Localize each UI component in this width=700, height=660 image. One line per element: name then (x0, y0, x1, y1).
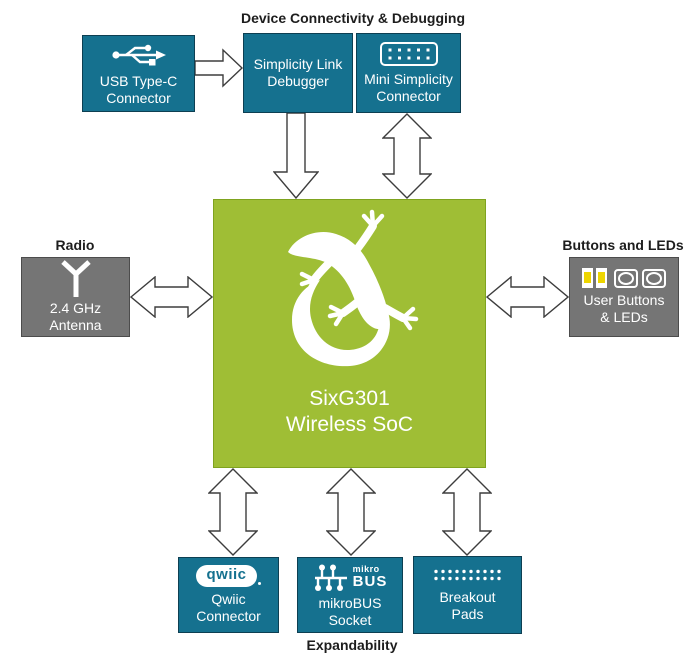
node-label: mikroBUS (318, 594, 382, 611)
qwiic-logo: qwiic (196, 565, 261, 587)
led-icon (582, 268, 593, 288)
pin-header-icon (379, 41, 438, 66)
button-icon (614, 268, 638, 288)
node-mikrobus-socket: mikro BUS mikroBUS Socket (297, 557, 403, 633)
gecko-icon (266, 206, 426, 376)
node-label: Socket (328, 611, 372, 628)
breakout-pads-icon (432, 568, 504, 582)
section-label-radio: Radio (55, 237, 95, 253)
node-label: USB Type-C (99, 72, 178, 89)
buttons-leds-icon (582, 268, 666, 288)
arrow-soc-qwiic (208, 468, 258, 556)
arrow-soc-antenna (130, 276, 213, 318)
node-label: Antenna (49, 317, 102, 333)
arrow-soc-mini-simplicity (382, 113, 432, 199)
node-label: Connector (106, 89, 171, 106)
button-icon (642, 268, 666, 288)
arrow-debugger-to-soc (273, 113, 319, 199)
node-mini-simplicity-connector: Mini Simplicity Connector (356, 33, 461, 113)
mikrobus-bus-icon (314, 564, 347, 591)
arrow-soc-buttons-leds (486, 276, 569, 318)
arrow-soc-breakout (442, 468, 492, 556)
node-label: User Buttons (583, 292, 665, 308)
mikrobus-logo-text: mikro BUS (352, 563, 388, 590)
node-usb-type-c-connector: USB Type-C Connector (82, 35, 195, 112)
node-label: Mini Simplicity (364, 70, 453, 87)
node-qwiic-connector: qwiic Qwiic Connector (178, 557, 279, 633)
usb-icon (111, 41, 167, 68)
mikrobus-logo-line: BUS (352, 572, 388, 590)
soc-title: SixG301 Wireless SoC (214, 386, 485, 438)
qwiic-logo-text: qwiic (196, 565, 257, 587)
mikrobus-logo-line: mikro (352, 563, 380, 574)
node-sixg301-wireless-soc: SixG301 Wireless SoC (213, 199, 486, 468)
node-user-buttons-leds: User Buttons & LEDs (569, 257, 679, 337)
soc-title-line: SixG301 (309, 387, 390, 410)
node-simplicity-link-debugger: Simplicity Link Debugger (243, 33, 353, 113)
section-label-buttons-leds: Buttons and LEDs (562, 237, 684, 253)
section-label-device-connectivity: Device Connectivity & Debugging (240, 10, 466, 26)
node-antenna: 2.4 GHz Antenna (21, 257, 130, 337)
led-icon (596, 268, 607, 288)
node-label: Simplicity Link (253, 56, 343, 72)
node-label: Connector (196, 608, 261, 624)
soc-title-line: Wireless SoC (285, 413, 414, 436)
node-label: Qwiic (211, 591, 246, 607)
arrow-soc-mikrobus (326, 468, 376, 556)
node-label: Connector (376, 87, 441, 104)
node-label: Pads (451, 605, 484, 622)
antenna-icon (56, 260, 96, 298)
node-label: 2.4 GHz (49, 300, 102, 316)
node-breakout-pads: Breakout Pads (413, 556, 522, 634)
arrow-usb-to-debugger (195, 48, 243, 88)
section-label-expandability: Expandability (306, 637, 398, 653)
registered-mark-dot (257, 582, 261, 585)
mikrobus-logo: mikro BUS (313, 562, 388, 592)
node-label: Breakout (439, 588, 496, 605)
node-label: & LEDs (600, 309, 648, 325)
node-label: Debugger (267, 73, 329, 89)
